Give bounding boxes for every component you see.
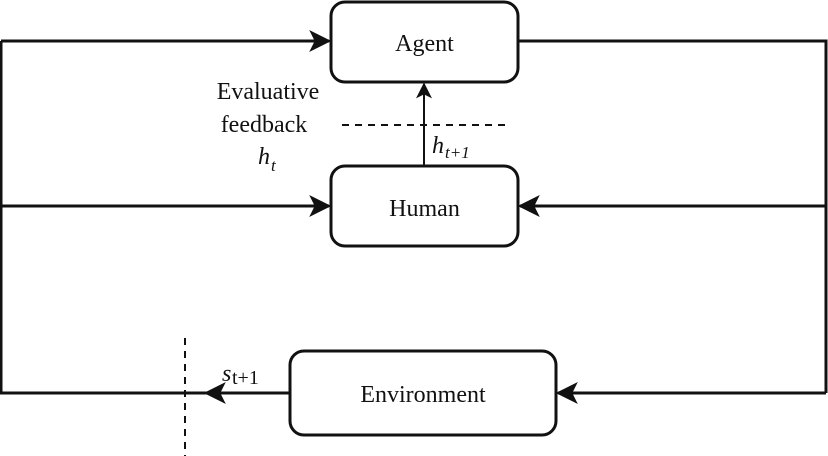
agent-label: Agent <box>395 31 454 57</box>
s-t1-base: s <box>222 361 231 387</box>
agent-output-line <box>518 39 828 393</box>
h-t1-subscript: t+1 <box>445 143 470 162</box>
environment-node: Environment <box>288 349 558 437</box>
state-feedback-line <box>0 41 206 395</box>
environment-label: Environment <box>360 382 486 408</box>
s-t1-label: s t+1 <box>222 361 259 389</box>
agent-node: Agent <box>329 0 520 84</box>
h-t1-base: h <box>432 133 444 159</box>
h-t-base: h <box>258 144 270 170</box>
evaluative-feedback-line2: feedback <box>221 112 308 138</box>
h-t1-label: h t+1 <box>432 133 470 162</box>
human-label: Human <box>389 196 460 222</box>
h-t-subscript: t <box>271 156 277 175</box>
human-node: Human <box>329 164 520 248</box>
s-t1-subscript: t+1 <box>232 367 259 389</box>
evaluative-feedback-line1: Evaluative <box>217 79 320 105</box>
h-t-label: h t <box>258 144 277 175</box>
